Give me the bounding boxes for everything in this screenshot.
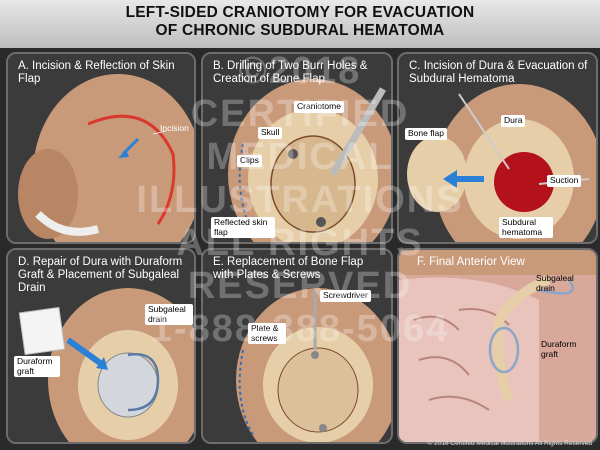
label-screwdriver: Screwdriver [320,290,371,302]
panel-a: A. Incision & Reflection of Skin Flap In… [6,52,196,244]
title-line-1: LEFT-SIDED CRANIOTOMY FOR EVACUATION [125,4,475,21]
page-title: LEFT-SIDED CRANIOTOMY FOR EVACUATION OF … [0,4,600,44]
panel-f-illustration [399,250,596,442]
copyright-notice: © 2018 Certified Medical Illustrations A… [427,440,592,447]
panel-d-title: D. Repair of Dura with Duraform Graft & … [18,256,183,294]
label-subgaleal-drain-f: Subgaleal drain [536,273,574,293]
panel-b-title: B. Drilling of Two Burr Holes & Creation… [213,60,368,85]
label-suction: Suction [547,175,582,187]
panel-f-title: F. Final Anterior View [417,256,525,268]
panel-b-illustration [203,54,391,242]
panel-c-illustration [399,54,596,242]
title-line-2: OF CHRONIC SUBDURAL HEMATOMA [155,22,445,39]
label-dura: Dura [501,115,526,127]
label-bone-flap: Bone flap [405,128,447,140]
label-craniotome: Craniotome [294,101,344,113]
panel-c: C. Incision of Dura & Evacuation of Subd… [397,52,598,244]
panel-d: D. Repair of Dura with Duraform Graft & … [6,248,196,444]
label-reflected-skin-flap: Reflected skin flap [211,217,275,238]
label-duraform-graft-f: Duraform graft [541,339,577,359]
panel-a-illustration [8,54,194,242]
panel-b: B. Drilling of Two Burr Holes & Creation… [201,52,393,244]
panel-e-title: E. Replacement of Bone Flap with Plates … [213,256,364,281]
label-skull: Skull [258,127,283,139]
panel-a-title: A. Incision & Reflection of Skin Flap [18,60,175,85]
label-duraform-graft-d: Duraform graft [14,356,60,377]
label-clips: Clips [237,155,262,167]
panel-c-title: C. Incision of Dura & Evacuation of Subd… [409,60,588,85]
label-subgaleal-drain-d: Subgaleal drain [145,304,193,325]
label-incision: Incision [160,123,189,133]
panel-e: E. Replacement of Bone Flap with Plates … [201,248,393,444]
panel-d-illustration [8,250,194,442]
label-subdural-hematoma: Subdural hematoma [499,217,553,238]
label-plate-screws: Plate & screws [248,323,286,344]
title-banner [0,0,600,48]
panel-f: F. Final Anterior View Subgaleal drain D… [397,248,598,444]
